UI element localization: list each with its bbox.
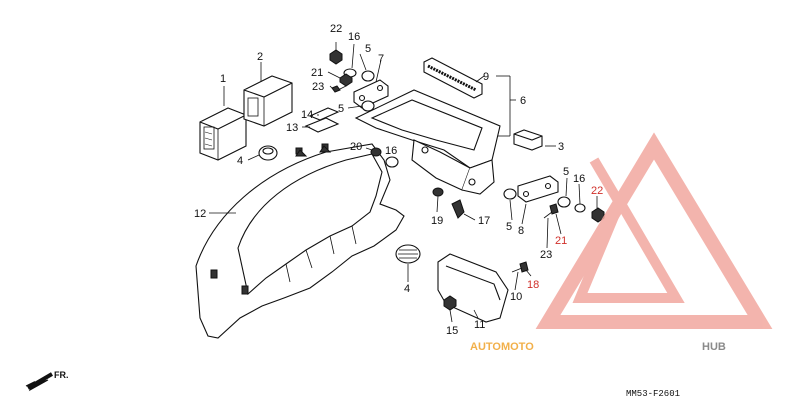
callout-17: 17 (478, 215, 490, 227)
callout-4-upper: 4 (237, 155, 243, 167)
part-8-plate (517, 175, 559, 203)
watermark-triangle-inner (572, 190, 685, 303)
callout-11: 11 (474, 319, 485, 331)
watermark-text-automoto: AUTOMOTO (470, 341, 534, 353)
callout-5-left: 5 (506, 221, 512, 233)
callout-7: 7 (378, 53, 384, 65)
front-direction-arrow: FR. (25, 370, 69, 392)
part-3-clip (513, 129, 543, 151)
callout-14: 14 (301, 109, 313, 121)
part-1-module (199, 107, 247, 161)
watermark-text-hub: HUB (702, 341, 726, 353)
part-7-plate (353, 79, 389, 109)
part-9-strip (423, 57, 483, 99)
part-11-plate (437, 253, 509, 323)
callout-16-top: 16 (348, 31, 360, 43)
fasteners (295, 49, 605, 311)
callout-5-mid: 5 (338, 103, 344, 115)
part-4-cap-upper (258, 145, 278, 161)
part-13-plate (304, 117, 340, 133)
callout-4-lower: 4 (404, 283, 410, 295)
callout-19: 19 (431, 215, 443, 227)
callout-22-top: 22 (330, 23, 342, 35)
callout-1: 1 (220, 73, 226, 85)
callout-13: 13 (286, 122, 298, 134)
callout-8: 8 (518, 225, 524, 237)
callout-20: 20 (350, 141, 362, 153)
callout-16-mid: 16 (385, 145, 397, 157)
callout-10: 10 (510, 291, 522, 303)
front-direction-label: FR. (54, 370, 69, 380)
part-2-module (243, 75, 293, 127)
diagram-ref-code: MM53-F2601 (626, 389, 680, 399)
callout-23-right: 23 (540, 249, 552, 261)
watermark-notch (589, 157, 625, 207)
callout-15: 15 (446, 325, 458, 337)
callout-5-right: 5 (563, 166, 569, 178)
callout-3: 3 (558, 141, 564, 153)
part-6-bracket (354, 89, 501, 195)
callout-21-top: 21 (311, 67, 323, 79)
callout-5-top: 5 (365, 43, 371, 55)
part-14-plate (308, 107, 340, 121)
callout-2: 2 (257, 51, 263, 63)
part-4-reflector-lower (395, 244, 421, 264)
callout-labels: 1 2 3 4 4 5 5 5 5 6 7 8 9 10 11 12 13 14… (194, 23, 603, 337)
watermark-logo (535, 132, 773, 329)
leader-lines (209, 42, 598, 323)
callout-18: 18 (527, 279, 539, 291)
callout-12: 12 (194, 208, 206, 220)
part-12-fender (195, 143, 405, 339)
watermark-triangle-outer (535, 132, 773, 329)
callout-22-right: 22 (591, 185, 603, 197)
callout-6: 6 (520, 95, 526, 107)
callout-16-right: 16 (573, 173, 585, 185)
callout-23-top: 23 (312, 81, 324, 93)
callout-9: 9 (483, 71, 489, 83)
callout-21-right: 21 (555, 235, 567, 247)
